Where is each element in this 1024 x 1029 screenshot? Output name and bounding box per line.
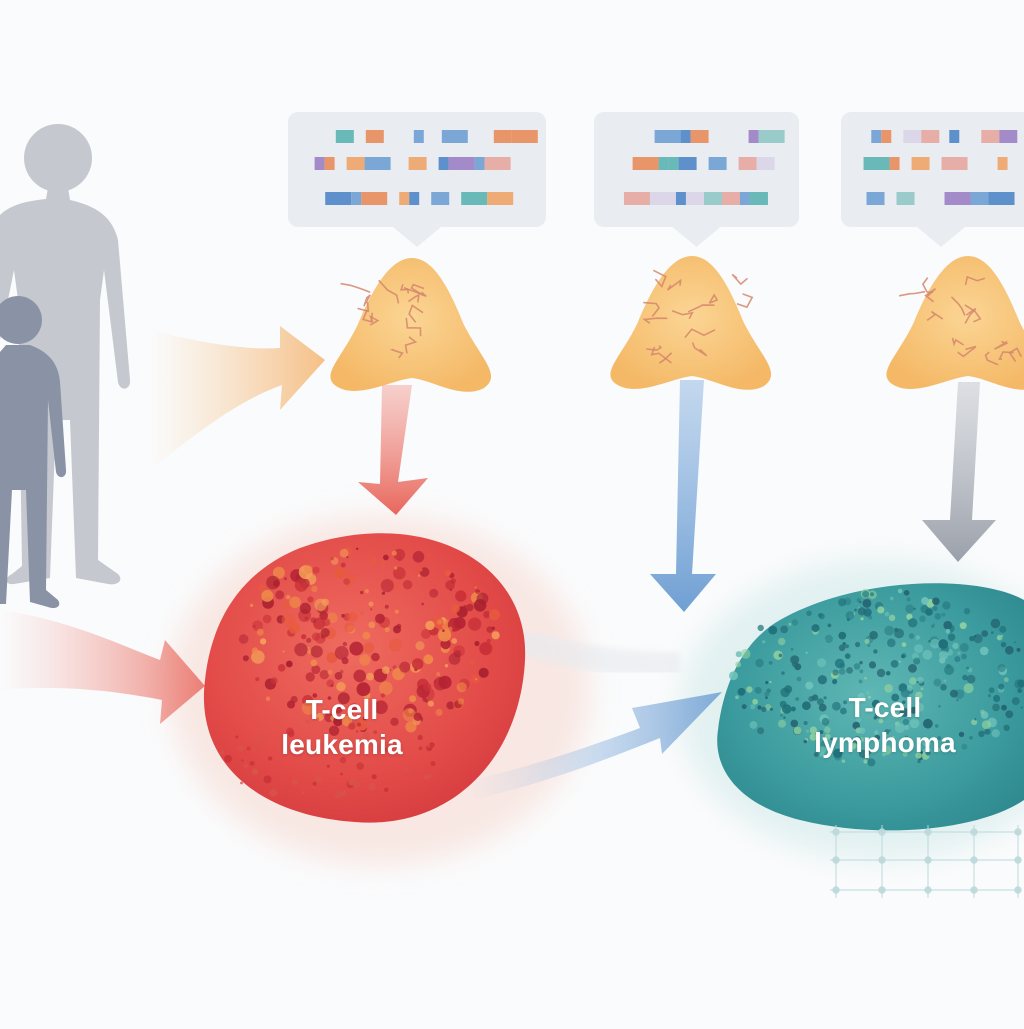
leukemia-cells	[220, 546, 500, 799]
leukemia-blob	[203, 533, 526, 823]
leukemia-label-line1: T-cell	[305, 694, 379, 725]
lymphoma-label: T-cell lymphoma	[800, 690, 970, 760]
lymphoma-cells	[729, 588, 1024, 767]
lymphoma-label-line2: lymphoma	[814, 727, 956, 758]
leukemia-label-line2: leukemia	[281, 729, 403, 760]
arrow-child-to-leukemia	[0, 610, 205, 724]
genomic-track-icon	[623, 130, 785, 205]
thymus-group	[330, 256, 1024, 392]
leukemia-label: T-cell leukemia	[262, 692, 422, 762]
genomic-track-icon	[314, 130, 538, 205]
network-grid-icon	[830, 825, 1022, 898]
child-person-icon	[0, 296, 67, 609]
genomic-panel	[288, 112, 546, 247]
thymus-icon	[610, 256, 772, 390]
arrow-thymus-to-lymphoma	[650, 380, 716, 612]
lymphoma-label-line1: T-cell	[848, 692, 922, 723]
arrow-adult-to-thymus	[150, 326, 325, 470]
genomic-panel	[594, 112, 799, 247]
thymus-icon	[330, 258, 492, 392]
genomic-panel	[841, 112, 1024, 247]
arrow-thymus-to-leukemia	[358, 385, 428, 515]
genomic-track-icon	[863, 130, 1018, 205]
arrow-leukemia-to-lymphoma	[470, 627, 722, 800]
lymphoma-blob	[717, 583, 1024, 831]
thymus-icon	[886, 256, 1024, 390]
genomic-panels	[288, 112, 1024, 247]
arrow-thymus3-to-lymphoma	[922, 382, 996, 562]
